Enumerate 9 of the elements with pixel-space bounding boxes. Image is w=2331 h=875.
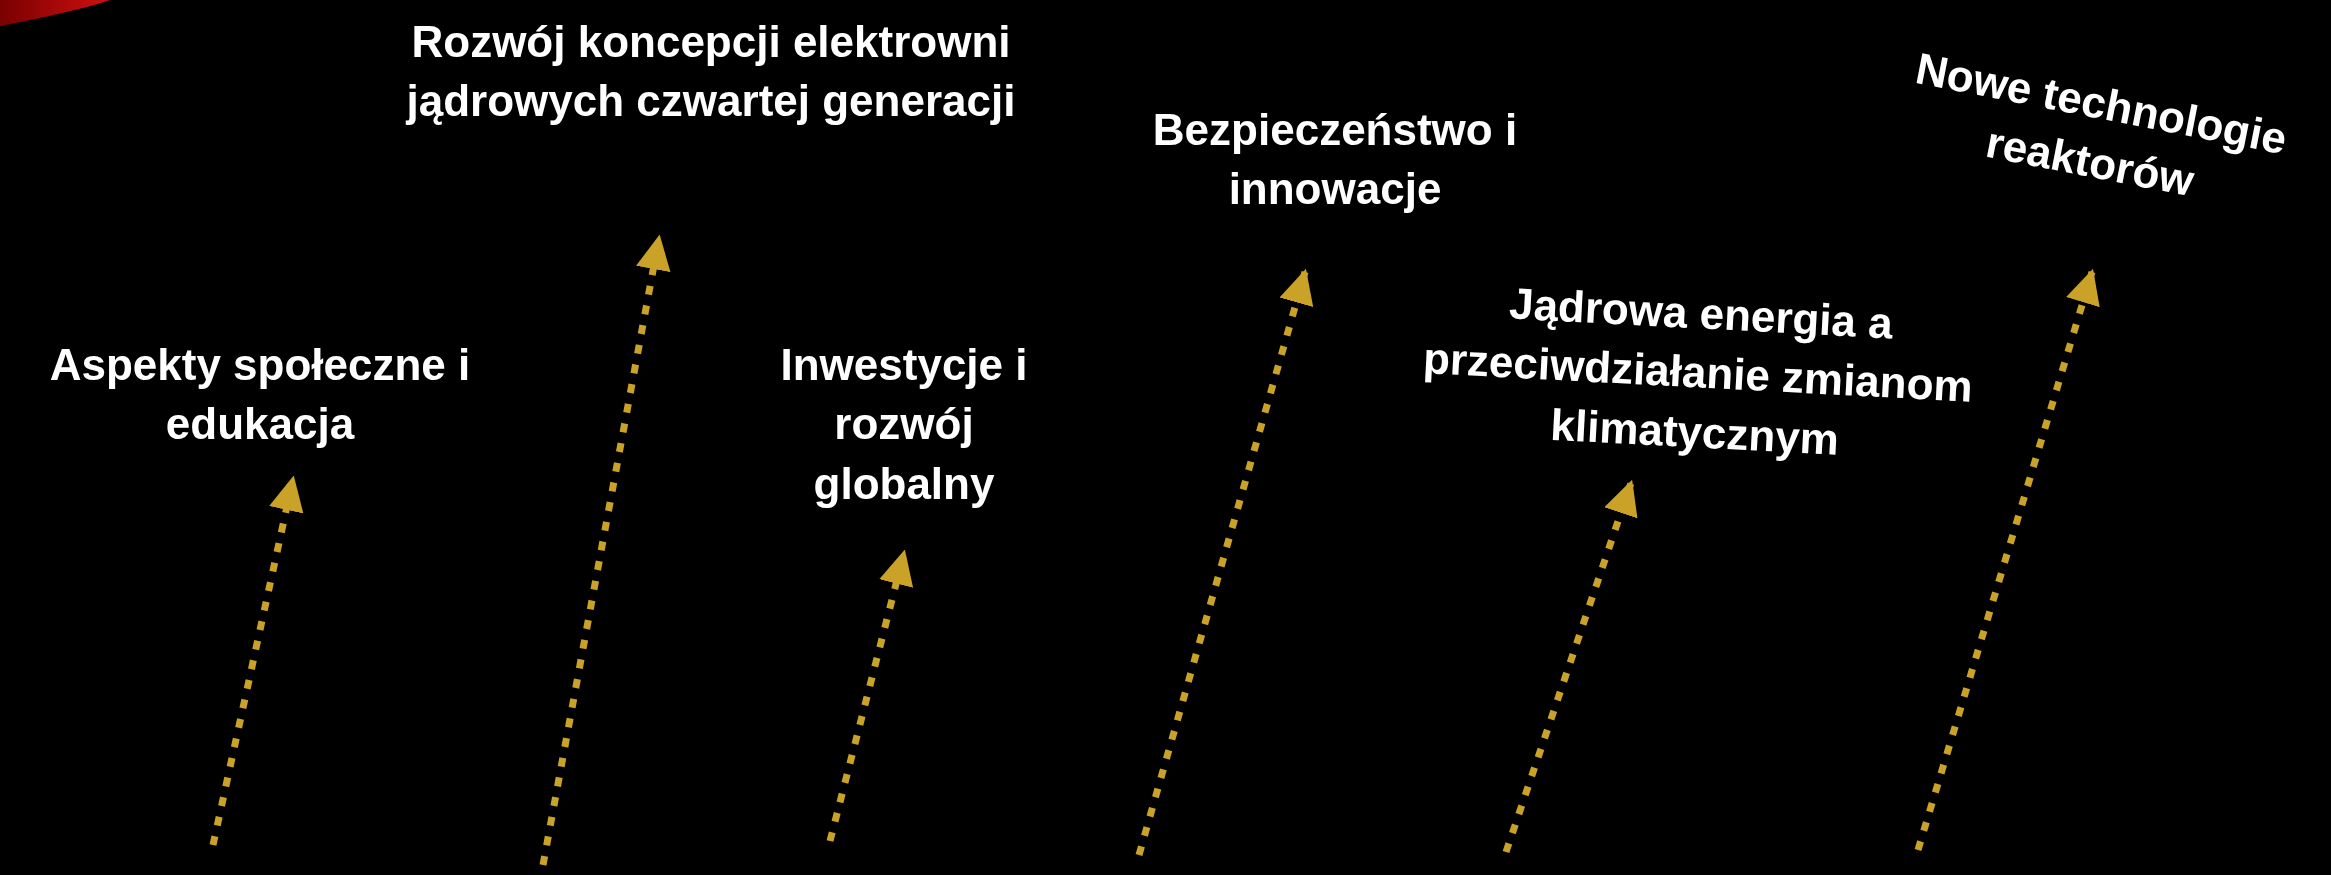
topic-label: Inwestycje i rozwój globalny [754, 335, 1054, 553]
dotted-arrow [209, 475, 304, 846]
dotted-arrow [1914, 268, 2100, 851]
topic-label: Aspekty społeczne i edukacja [0, 335, 525, 479]
dotted-arrow [826, 549, 914, 842]
topic-label: Rozwój koncepcji elektrowni jądrowych czwartej generacji [351, 12, 1071, 238]
dotted-arrow [539, 234, 671, 866]
dotted-arrow [1135, 268, 1314, 856]
dotted-arrow [1502, 479, 1638, 854]
